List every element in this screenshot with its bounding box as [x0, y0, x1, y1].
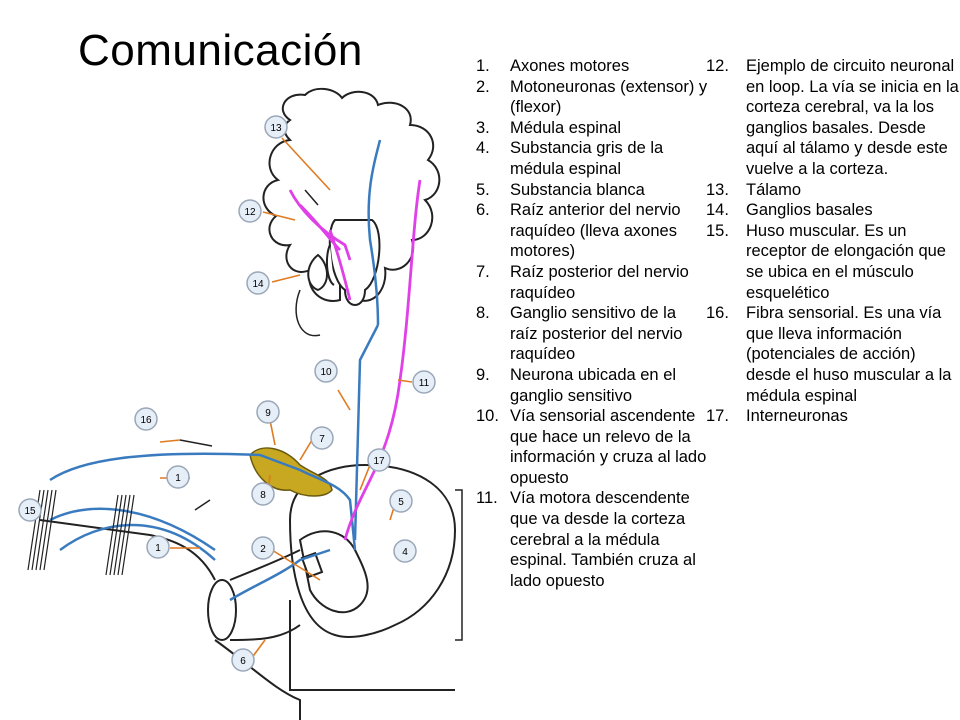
legend-text: Fibra sensorial. Es una vía que lleva in… [746, 304, 952, 405]
spinal-cord-section [288, 463, 457, 691]
legend-number: 14. [706, 201, 729, 220]
legend-text: Substancia gris de la médula espinal [510, 139, 664, 178]
legend-number: 11. [476, 489, 498, 508]
diagram-label-12: 12 [238, 199, 262, 223]
legend-number: 1. [476, 57, 490, 75]
svg-text:1: 1 [175, 473, 181, 484]
sensory-pathways [49, 139, 382, 602]
legend-item: 5. Substancia blanca [470, 180, 708, 201]
legend-text: Ganglios basales [746, 201, 873, 220]
legend-text: Raíz anterior del nervio raquídeo (lleva… [510, 201, 681, 261]
legend-number: 6. [476, 201, 490, 220]
svg-text:11: 11 [419, 378, 430, 389]
legend-number: 17. [706, 407, 729, 426]
diagram-label-2: 2 [251, 536, 275, 560]
legend-column-1: 1. Axones motores 2. Motoneuronas (extenso… [470, 56, 708, 591]
legend-item: 17. Interneuronas [706, 406, 960, 427]
legend-text: Huso muscular. Es un receptor de elongac… [746, 221, 946, 302]
legend-item: 13. Tálamo [706, 180, 960, 201]
diagram-label-1-lower: 1 [146, 535, 170, 559]
diagram-label-11: 11 [412, 370, 436, 394]
svg-text:2: 2 [260, 544, 266, 555]
svg-text:7: 7 [319, 434, 325, 445]
svg-text:8: 8 [260, 490, 266, 501]
nerve-tube [39, 519, 301, 720]
legend-item: 1. Axones motores [470, 56, 708, 77]
legend-text: Interneuronas [746, 407, 848, 426]
legend-item: 6. Raíz anterior del nervio raquídeo (lle… [470, 200, 708, 262]
svg-text:17: 17 [373, 456, 385, 467]
legend-item: 14. Ganglios basales [706, 200, 960, 221]
svg-text:15: 15 [24, 506, 36, 517]
diagram-label-1-upper: 1 [166, 465, 190, 489]
legend-item: 7. Raíz posterior del nervio raquídeo [470, 262, 708, 303]
diagram-label-4: 4 [393, 539, 417, 563]
legend-text: Raíz posterior del nervio raquídeo [510, 262, 689, 302]
legend-text: Ejemplo de circuito neuronal en loop. La… [746, 57, 959, 178]
label-arrows [159, 137, 413, 664]
legend-text: Vía sensorial ascendente que hace un rel… [510, 407, 707, 487]
motor-pathways [288, 179, 422, 541]
diagram-label-7: 7 [310, 426, 334, 450]
brain-section [262, 87, 441, 337]
svg-text:4: 4 [402, 547, 408, 558]
legend-item: 11. Vía motora descendente que va desde l… [470, 488, 708, 591]
svg-text:9: 9 [265, 408, 271, 419]
svg-text:12: 12 [244, 207, 256, 218]
direction-arrows [179, 189, 319, 511]
legend-text: Médula espinal [510, 118, 621, 137]
legend-item: 12. Ejemplo de circuito neuronal en loop.… [706, 56, 960, 180]
legend-number: 8. [476, 304, 490, 323]
legend-column-2: 12. Ejemplo de circuito neuronal en loop.… [706, 56, 960, 427]
diagram-label-10: 10 [314, 359, 338, 383]
legend-item: 2. Motoneuronas (extensor) y (flexor) [470, 77, 708, 118]
svg-text:1: 1 [155, 543, 161, 554]
legend-text: Motoneuronas (extensor) y (flexor) [510, 77, 708, 117]
diagram-label-6: 6 [231, 648, 255, 672]
legend-item: 9. Neurona ubicada en el ganglio sensitiv… [470, 365, 708, 406]
legend-number: 12. [706, 57, 729, 75]
diagram-label-13: 13 [264, 115, 288, 139]
diagram-label-5: 5 [389, 489, 413, 513]
diagram-label-15: 15 [18, 498, 42, 522]
legend-number: 10. [476, 407, 499, 426]
legend-text: Neurona ubicada en el ganglio sensitivo [510, 365, 677, 405]
legend-text: Vía motora descendente que va desde la c… [510, 489, 696, 590]
legend-number: 5. [476, 180, 490, 199]
legend-text: Substancia blanca [510, 180, 645, 199]
legend-item: 10. Vía sensorial ascendente que hace un … [470, 406, 708, 488]
diagram-label-9: 9 [256, 400, 280, 424]
legend-text: Axones motores [510, 57, 630, 75]
svg-text:13: 13 [270, 123, 282, 134]
legend-number: 2. [476, 77, 490, 96]
svg-text:10: 10 [320, 367, 332, 378]
legend-number: 3. [476, 118, 490, 137]
svg-text:14: 14 [252, 279, 264, 290]
diagram-label-16: 16 [134, 407, 158, 431]
svg-text:16: 16 [140, 415, 152, 426]
legend-number: 7. [476, 262, 490, 281]
svg-text:5: 5 [398, 497, 404, 508]
svg-text:6: 6 [240, 656, 246, 667]
legend-item: 3. Médula espinal [470, 118, 708, 139]
diagram-label-14: 14 [246, 271, 270, 295]
legend-number: 9. [476, 365, 490, 384]
legend-text: Tálamo [746, 180, 802, 199]
legend-item: 15. Huso muscular. Es un receptor de elon… [706, 221, 960, 303]
slide-title: Comunicación [78, 26, 363, 75]
legend-item: 4. Substancia gris de la médula espinal [470, 138, 708, 179]
brainstem [307, 219, 381, 306]
legend-item: 8. Ganglio sensitivo de la raíz posterior… [470, 303, 708, 365]
legend-number: 13. [706, 180, 729, 199]
legend-number: 15. [706, 221, 729, 240]
legend-item: 16. Fibra sensorial. Es una vía que lleva… [706, 303, 960, 406]
muscle-spindle-fibers [27, 489, 135, 576]
neural-circuit-diagram: 13 12 14 10 11 16 9 7 1 8 17 5 15 1 2 4 … [18, 87, 463, 720]
legend-text: Ganglio sensitivo de la raíz posterior d… [510, 304, 683, 364]
legend-number: 16. [706, 304, 729, 323]
legend-number: 4. [476, 139, 490, 158]
diagram-label-8: 8 [251, 482, 275, 506]
diagram-label-17: 17 [367, 448, 391, 472]
